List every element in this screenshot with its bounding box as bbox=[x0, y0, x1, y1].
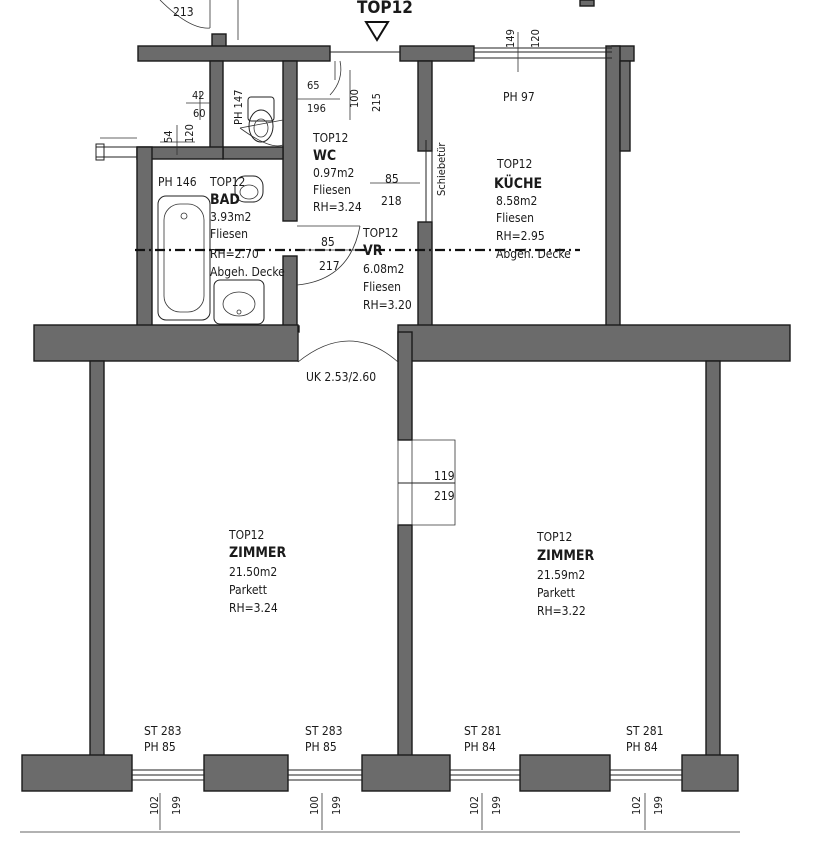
window-1-width: 102 bbox=[148, 796, 161, 815]
room-zimmer-1: TOP12 ZIMMER 21.50m2 Parkett RH=3.24 bbox=[228, 528, 286, 615]
room-kueche: TOP12 KÜCHE 8.58m2 Fliesen RH=2.95 Abgeh… bbox=[494, 157, 571, 261]
wc-door-width: 65 bbox=[307, 79, 320, 92]
window-1-labels: ST 283 PH 85 102 199 bbox=[144, 724, 183, 815]
window-4-height: 199 bbox=[652, 796, 665, 815]
room-zimmer-2-top: TOP12 bbox=[536, 530, 572, 544]
room-zimmer-1-floor: Parkett bbox=[229, 583, 267, 597]
room-bad-top: TOP12 bbox=[209, 175, 245, 189]
room-wc: TOP12 WC 0.97m2 Fliesen RH=3.24 bbox=[312, 131, 362, 214]
wc-window-width: 42 bbox=[192, 89, 205, 102]
windows-geometry bbox=[95, 47, 682, 781]
plan-title: TOP12 bbox=[357, 0, 413, 18]
window-4-labels: ST 281 PH 84 102 199 bbox=[626, 724, 665, 815]
room-wc-height: RH=3.24 bbox=[313, 200, 362, 214]
room-zimmer-2-area: 21.59m2 bbox=[537, 568, 585, 582]
room-kueche-top: TOP12 bbox=[496, 157, 532, 171]
room-vr-area: 6.08m2 bbox=[363, 262, 404, 276]
upper-fragment bbox=[159, 0, 595, 49]
window-3-ph: PH 84 bbox=[464, 740, 496, 754]
room-bad-floor: Fliesen bbox=[210, 227, 248, 241]
window-2-width: 100 bbox=[308, 796, 321, 815]
window-3-width: 102 bbox=[468, 796, 481, 815]
room-zimmer-2-name: ZIMMER bbox=[537, 548, 594, 564]
room-wc-name: WC bbox=[313, 148, 336, 164]
bad-window-height: 120 bbox=[183, 124, 196, 143]
window-3-labels: ST 281 PH 84 102 199 bbox=[464, 724, 503, 815]
room-bad: TOP12 BAD 3.93m2 Fliesen RH=2.70 Abgeh. … bbox=[209, 175, 285, 279]
bad-window-width: 54 bbox=[162, 130, 175, 143]
room-zimmer-2: TOP12 ZIMMER 21.59m2 Parkett RH=3.22 bbox=[536, 530, 594, 618]
wc-door-height: 196 bbox=[307, 102, 326, 115]
room-zimmer-1-area: 21.50m2 bbox=[229, 565, 277, 579]
opening-height: UK 2.53/2.60 bbox=[306, 370, 376, 384]
window-1-ph: PH 85 bbox=[144, 740, 176, 754]
room-kueche-area: 8.58m2 bbox=[496, 194, 537, 208]
window-3-st: ST 281 bbox=[464, 724, 501, 738]
washbasin-icon bbox=[213, 279, 265, 325]
room-zimmer-1-height: RH=3.24 bbox=[229, 601, 278, 615]
room-wc-floor: Fliesen bbox=[313, 183, 351, 197]
window-2-labels: ST 283 PH 85 100 199 bbox=[305, 724, 343, 815]
room-door-height: 219 bbox=[434, 489, 455, 503]
room-kueche-name: KÜCHE bbox=[494, 174, 542, 192]
window-2-height: 199 bbox=[330, 796, 343, 815]
room-bad-name: BAD bbox=[210, 192, 240, 208]
upper-dim-label: 213 bbox=[173, 5, 194, 19]
room-zimmer-2-floor: Parkett bbox=[537, 586, 575, 600]
bad-door-width: 85 bbox=[321, 235, 335, 249]
room-kueche-ceiling: Abgeh. Decke bbox=[496, 247, 571, 261]
kitchen-door-width: 85 bbox=[385, 172, 399, 186]
bad-door-height: 217 bbox=[319, 259, 340, 273]
window-4-width: 102 bbox=[630, 796, 643, 815]
room-wc-area: 0.97m2 bbox=[313, 166, 354, 180]
room-vr: TOP12 VR 6.08m2 Fliesen RH=3.20 bbox=[362, 226, 412, 312]
wc-parapet: PH 147 bbox=[232, 90, 245, 125]
room-bad-height: RH=2.70 bbox=[210, 247, 259, 261]
window-1-st: ST 283 bbox=[144, 724, 181, 738]
toilet-icon bbox=[247, 96, 275, 122]
fixtures bbox=[157, 96, 275, 325]
room-zimmer-2-height: RH=3.22 bbox=[537, 604, 586, 618]
room-zimmer-1-top: TOP12 bbox=[228, 528, 264, 542]
dimension-lines bbox=[159, 32, 646, 830]
window-3-height: 199 bbox=[490, 796, 503, 815]
room-kueche-floor: Fliesen bbox=[496, 211, 534, 225]
room-vr-floor: Fliesen bbox=[363, 280, 401, 294]
kitchen-window-height: 120 bbox=[529, 29, 542, 48]
sliding-door-label: Schiebetür bbox=[435, 142, 448, 196]
doors bbox=[239, 51, 456, 526]
room-bad-area: 3.93m2 bbox=[210, 210, 251, 224]
wc-window-height: 60 bbox=[193, 107, 206, 120]
entry-width: 100 bbox=[348, 89, 361, 108]
window-2-ph: PH 85 bbox=[305, 740, 337, 754]
entry-marker-icon bbox=[364, 21, 390, 42]
window-4-ph: PH 84 bbox=[626, 740, 658, 754]
walls bbox=[20, 45, 791, 833]
kitchen-window-width: 149 bbox=[504, 29, 517, 48]
kitchen-parapet: PH 97 bbox=[503, 90, 535, 104]
room-wc-top: TOP12 bbox=[312, 131, 348, 145]
window-4-st: ST 281 bbox=[626, 724, 663, 738]
room-door-width: 119 bbox=[434, 469, 455, 483]
bathtub-icon bbox=[157, 195, 211, 321]
bad-toilet-icon bbox=[234, 175, 264, 203]
room-vr-name: VR bbox=[363, 243, 383, 259]
window-1-height: 199 bbox=[170, 796, 183, 815]
kitchen-door-height: 218 bbox=[381, 194, 402, 208]
room-vr-height: RH=3.20 bbox=[363, 298, 412, 312]
room-bad-ceiling: Abgeh. Decke bbox=[210, 265, 285, 279]
bad-parapet: PH 146 bbox=[158, 175, 197, 189]
room-zimmer-1-name: ZIMMER bbox=[229, 545, 286, 561]
window-2-st: ST 283 bbox=[305, 724, 342, 738]
room-kueche-height: RH=2.95 bbox=[496, 229, 545, 243]
room-vr-top: TOP12 bbox=[362, 226, 398, 240]
entry-height: 215 bbox=[370, 93, 383, 112]
